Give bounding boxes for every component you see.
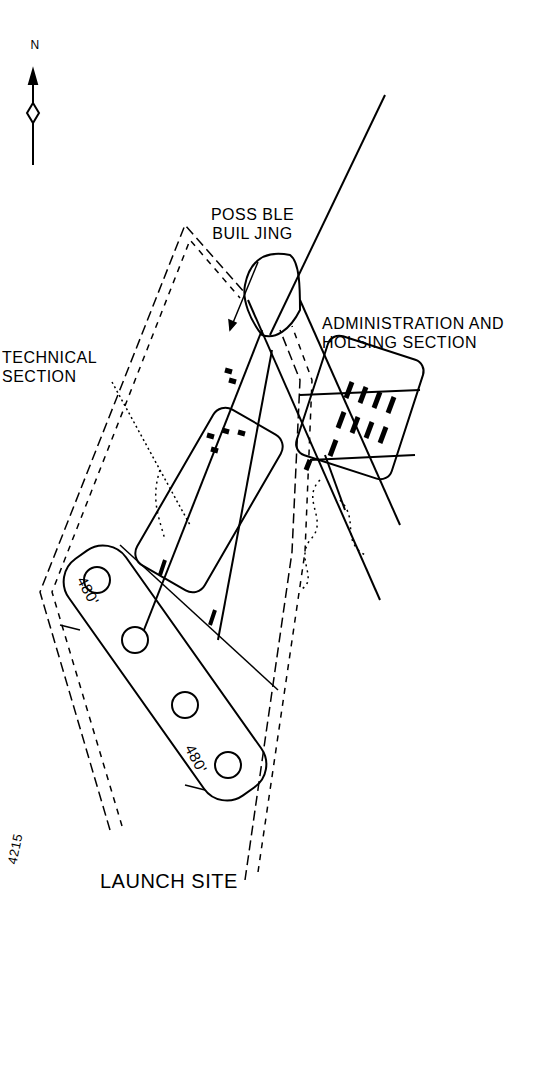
technical-section xyxy=(130,370,288,597)
north-arrow xyxy=(27,70,39,165)
north-label: N xyxy=(28,36,42,55)
admin-housing-section xyxy=(293,333,427,590)
building-callout: POSS BLE BUIL JING xyxy=(200,205,305,243)
leader-line xyxy=(60,262,258,790)
launch-area xyxy=(53,534,278,811)
reference-number: 4215 xyxy=(3,813,32,866)
site-roads xyxy=(120,300,420,690)
section-label: TECHNICAL SECTION xyxy=(2,348,114,386)
section-label: ADMINISTRATION AND HOLSING SECTION xyxy=(322,314,544,352)
caption: LAUNCH SITE xyxy=(100,872,280,891)
perimeter-fence xyxy=(40,225,312,880)
